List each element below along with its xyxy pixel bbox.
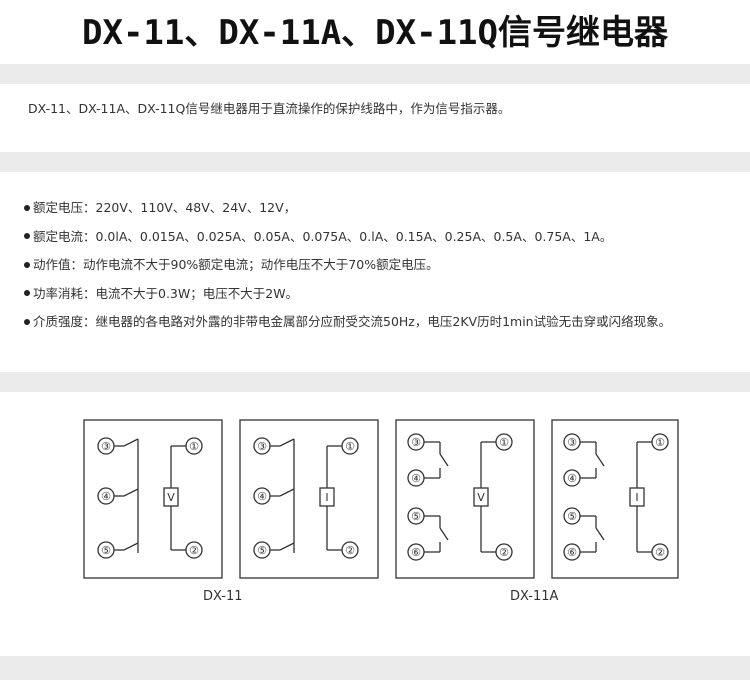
terminal-label: ⑥ [411,546,421,559]
coil-label: V [167,491,175,504]
divider-band-2 [0,152,750,172]
bullet-icon [24,290,30,296]
terminal-label: ③ [101,440,111,453]
terminal-label: ③ [257,440,267,453]
terminal-label: ④ [567,472,577,485]
coil-label: V [477,491,485,504]
terminal-label: ② [499,546,509,559]
terminal-label: ② [345,544,355,557]
terminal-label: ⑤ [567,510,577,523]
terminal-label: ③ [411,436,421,449]
diagram-dx11a-voltage [395,419,535,579]
diagram-dx11a-current [551,419,679,579]
wiring-diagrams: ③ ④ ⑤ ① ② V ③ ④ ⑤ ① ② I ③ ④ ⑤ ⑥ ① ② V ③ … [83,419,679,579]
terminal-label: ④ [257,490,267,503]
page-title: DX-11、DX-11A、DX-11Q信号继电器 [82,13,668,53]
bullet-icon [24,261,30,268]
terminal-label: ⑤ [101,544,111,557]
terminal-label: ⑥ [567,546,577,559]
terminal-label: ① [499,436,509,449]
terminal-label: ② [189,544,199,557]
coil-label: I [325,491,328,504]
terminal-label: ① [345,440,355,453]
spec-item: 介质强度：继电器的各电路对外露的非带电金属部分应耐受交流50Hz，电压2KV历时… [24,314,671,343]
terminal-label: ⑤ [411,510,421,523]
spec-item: 功率消耗：电流不大于0.3W；电压不大于2W。 [24,286,671,315]
terminal-label: ④ [101,490,111,503]
diagram-dx11-current [239,419,379,579]
terminal-label: ① [189,440,199,453]
spec-item: 动作值：动作电流不大于90%额定电流；动作电压不大于70%额定电压。 [24,257,671,286]
spec-list: 额定电压：220V、110V、48V、24V、12V， 额定电流：0.0lA、0… [24,200,671,343]
divider-band-1 [0,64,750,84]
terminal-label: ⑤ [257,544,267,557]
terminal-label: ④ [411,472,421,485]
spec-item: 额定电流：0.0lA、0.015A、0.025A、0.05A、0.075A、0.… [24,229,671,258]
divider-band-3 [0,372,750,392]
terminal-label: ① [655,436,665,449]
coil-label: I [635,491,638,504]
terminal-label: ② [655,546,665,559]
description-text: DX-11、DX-11A、DX-11Q信号继电器用于直流操作的保护线路中，作为信… [28,101,511,116]
diagram-dx11-voltage [83,419,223,579]
divider-band-4 [0,656,750,680]
terminal-label: ③ [567,436,577,449]
bullet-icon [24,204,30,211]
caption-dx11: DX-11 [203,589,243,604]
bullet-icon [24,318,30,325]
caption-dx11a: DX-11A [510,589,559,604]
spec-item: 额定电压：220V、110V、48V、24V、12V， [24,200,671,229]
bullet-icon [24,233,30,239]
